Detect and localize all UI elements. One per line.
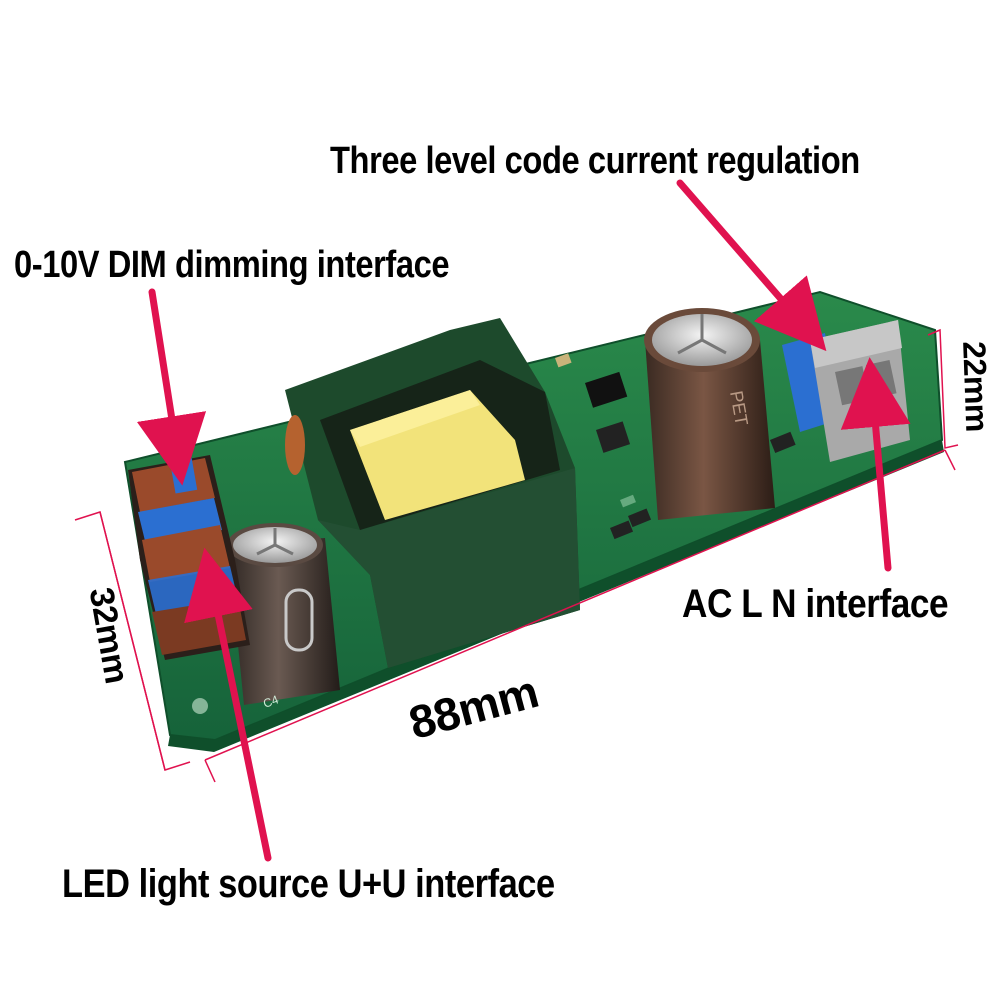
transformer xyxy=(285,318,580,668)
small-capacitor: C4 xyxy=(227,523,340,711)
large-capacitor: PET xyxy=(644,308,775,520)
cap-small-marking: C4 xyxy=(261,692,281,711)
callout-arrows xyxy=(136,179,911,862)
height-dimension-label: 22mm xyxy=(956,340,996,433)
dimension-lines xyxy=(74,328,959,783)
smd-components xyxy=(555,353,796,540)
led-interface-label: LED light source U+U interface xyxy=(62,862,555,906)
current-regulation-label: Three level code current regulation xyxy=(330,140,860,182)
dim-interface-label: 0-10V DIM dimming interface xyxy=(14,244,450,286)
ac-interface-label: AC L N interface xyxy=(682,582,949,626)
